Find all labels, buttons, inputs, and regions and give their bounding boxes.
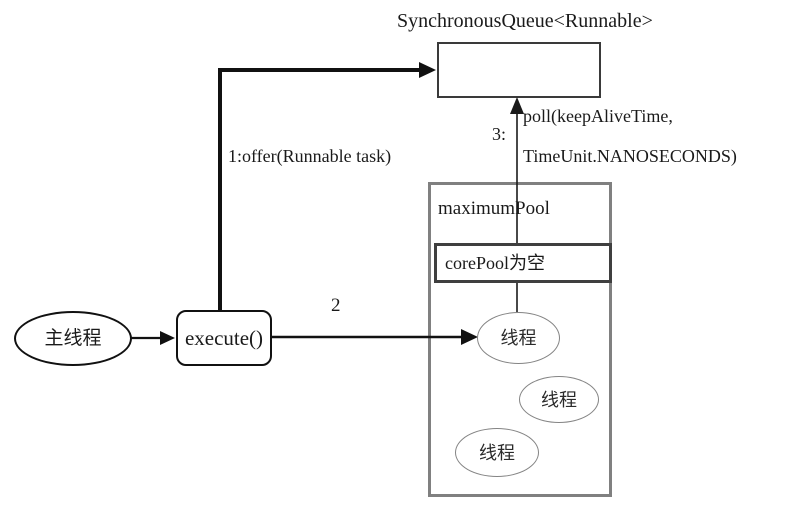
synchronous-queue-box [437,42,601,98]
step3-arrow-label: 3: [492,124,507,144]
poll-arrow-label-line2: TimeUnit.NANOSECONDS) [523,146,737,166]
offer-arrow-label: 1:offer(Runnable task) [228,146,392,166]
step2-arrow-label: 2 [331,295,341,316]
thread-ellipse-2: 线程 [519,376,599,423]
thread-label: 线程 [500,328,537,348]
offer-arrowhead [419,62,436,78]
queue-title: SynchronousQueue<Runnable> [397,10,653,32]
main-thread-ellipse: 主线程 [14,311,132,366]
thread-ellipse-3: 线程 [455,428,539,477]
core-pool-box: corePool为空 [434,243,612,283]
execute-label: execute() [184,325,264,350]
poll-arrowhead [510,97,524,114]
execute-box: execute() [176,310,272,366]
core-pool-label: corePool为空 [445,253,545,273]
poll-arrow-label-line1: poll(keepAliveTime, [523,106,673,126]
thread-ellipse-1: 线程 [477,312,560,364]
thread-label: 线程 [541,389,577,410]
offer-arrow-line [218,68,421,312]
main-thread-label: 主线程 [44,328,102,349]
maximum-pool-label: maximumPool [438,198,550,219]
main-to-execute-arrowhead [160,331,175,345]
thread-label: 线程 [479,442,515,463]
